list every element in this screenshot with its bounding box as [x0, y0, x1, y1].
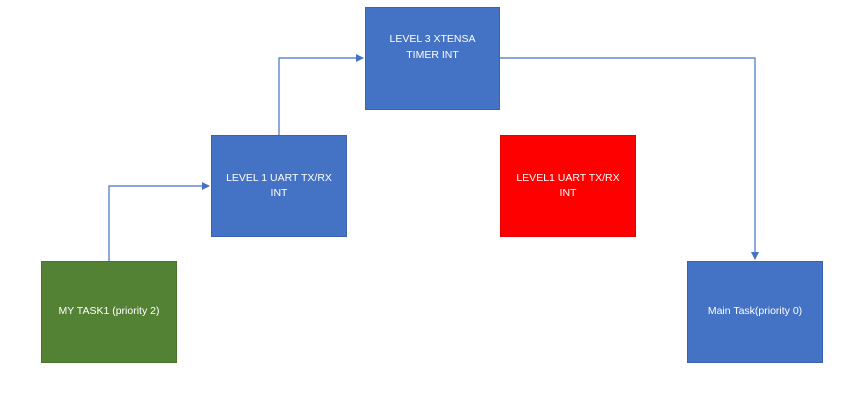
level1-uart-int-label: LEVEL 1 UART TX/RX INT	[226, 171, 332, 199]
main-task-label: Main Task(priority 0)	[707, 305, 803, 318]
connector-mytask-to-level1	[108, 182, 210, 261]
level1-uart-int-red-label: LEVEL1 UART TX/RX INT	[516, 171, 620, 199]
main-task-box: Main Task(priority 0)	[687, 261, 823, 363]
level3-timer-int-box: LEVEL 3 XTENSA TIMER INT	[365, 7, 500, 110]
level1-uart-int-box: LEVEL 1 UART TX/RX INT	[211, 135, 347, 237]
connector-level3-to-maintask	[500, 57, 759, 260]
level1-uart-int-red-box: LEVEL1 UART TX/RX INT	[500, 135, 636, 237]
my-task1-box: MY TASK1 (priority 2)	[41, 261, 177, 363]
connector-level1-to-level3	[278, 54, 364, 135]
my-task1-label: MY TASK1 (priority 2)	[58, 305, 160, 318]
level3-timer-int-label: LEVEL 3 XTENSA TIMER INT	[389, 33, 476, 61]
